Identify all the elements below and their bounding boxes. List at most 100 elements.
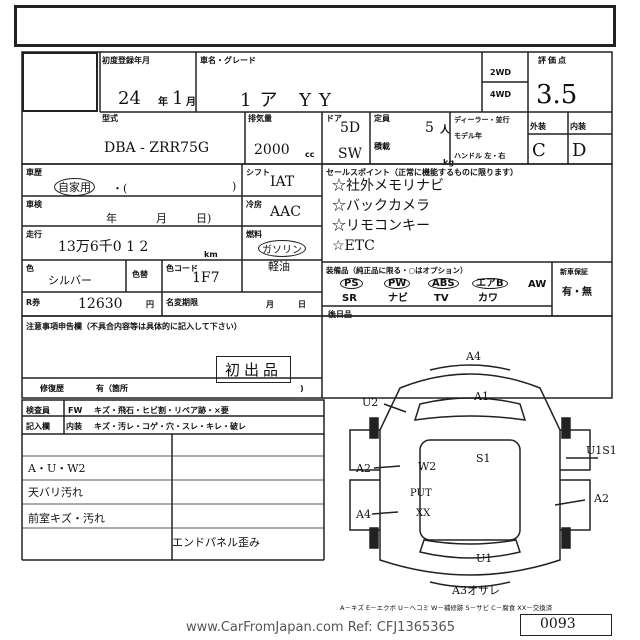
equip-ps: PS [340, 278, 363, 289]
equipment-label: 装備品（純正品に限る・○はオプション） [326, 266, 468, 275]
load-label: 積載 [374, 142, 390, 151]
right-front-door [560, 429, 591, 471]
doors-value: 5D [340, 120, 361, 136]
name-change-day: 日 [298, 300, 306, 309]
repair-history-value: 有（箇所 [96, 384, 128, 393]
inspection-year: 年 [106, 212, 117, 225]
leader-line [373, 465, 401, 469]
inspection-label: 車検 [26, 200, 42, 209]
body-type: SW [338, 146, 362, 162]
sales-points-label: セールスポイント（正常に機能するものに限ります） [326, 168, 518, 177]
equip-navi: ナビ [388, 293, 408, 304]
damage-mark: XX [416, 508, 431, 519]
rear-window [419, 539, 521, 559]
leader-line [554, 499, 586, 506]
aircon-value: AAC [270, 204, 301, 220]
model-code-label: 型式 [102, 114, 118, 123]
model-grade-label: 車名・グレード [200, 56, 256, 65]
interior-label: 内装 [570, 122, 586, 131]
first-registration-year: 24 [118, 88, 141, 109]
equip-pw: PW [384, 278, 411, 289]
month-kanji: 月 [186, 97, 196, 108]
name-change-month: 月 [266, 300, 274, 309]
leader-line [383, 403, 407, 413]
footer-number: 0093 [540, 616, 576, 632]
displacement-unit: cc [305, 150, 315, 159]
lot-number-box [22, 52, 98, 112]
damage-mark: A4 [466, 350, 481, 363]
inspection-day: 日) [196, 212, 212, 225]
windshield [413, 397, 527, 421]
handle-label: ハンドル 左・右 [454, 152, 506, 160]
equip-airbag: エアB [472, 278, 508, 289]
inspector-note: 前室キズ・汚れ [28, 512, 105, 525]
rear-bumper [429, 581, 511, 588]
damage-mark: A3オサレ [452, 584, 500, 597]
damage-mark: A1 [474, 390, 489, 403]
roof [419, 439, 521, 541]
score-value: 3.5 [536, 80, 578, 110]
damage-mark: A4 [356, 508, 371, 521]
equip-tv: TV [434, 293, 449, 304]
first-listing-stamp: 初出品 [216, 356, 292, 383]
history-rest: ・( [112, 182, 128, 195]
wheel-rr [561, 527, 571, 549]
damage-mark: U2 [362, 396, 379, 409]
exterior-grade: C [532, 140, 546, 161]
drive-2wd: 2WD [490, 68, 512, 77]
model-grade-value: 1ア YY [240, 90, 339, 111]
damage-legend: A－キズ E－エクボ U－ヘコミ W－補修跡 S－サビ C－腐食 XX－交換済 [340, 604, 553, 612]
color-code-value: 1F7 [192, 270, 220, 286]
wheel-rf [561, 417, 571, 439]
drive-4wd: 4WD [490, 90, 512, 99]
capacity-value: 5 [425, 120, 434, 136]
damage-mark: A2 [594, 492, 609, 505]
repair-history-label: 修復歴 [40, 384, 64, 393]
interior-grade: D [572, 140, 587, 161]
header-bar [14, 5, 616, 47]
frame-mid [21, 163, 613, 317]
equip-sr: SR [342, 293, 357, 304]
damage-mark: W2 [418, 460, 437, 473]
footer-number-box [520, 614, 612, 636]
sales-points-list: ☆社外メモリナビ ☆バックカメラ ☆リモコンキー ☆ETC [332, 176, 532, 256]
entry-label: 記入欄 [26, 422, 50, 431]
entry-items: キズ・汚レ・コゲ・穴・スレ・キレ・破レ [94, 422, 246, 431]
history-label: 車歴 [26, 168, 42, 177]
damage-mark: U1 [476, 552, 493, 565]
equip-abs: ABS [428, 278, 459, 289]
equip-aw: AW [528, 279, 547, 290]
wheel-lf [369, 417, 379, 439]
model-code-value: DBA - ZRR75G [104, 140, 210, 156]
recycle-unit: 円 [146, 300, 154, 309]
car-body-outline [379, 373, 561, 576]
front-bumper [429, 364, 511, 371]
mileage-value: 13万6千0 1 2 [58, 239, 149, 255]
shift-label: シフト [246, 168, 270, 177]
shift-value: IAT [270, 174, 295, 190]
left-rear-door [349, 479, 380, 531]
notes-label: 注意事項申告欄（不具合内容等は具体的に記入して下さい） [26, 322, 242, 331]
color-value: シルバー [48, 274, 92, 287]
name-change-label: 名変期限 [166, 298, 198, 307]
first-registration-label: 初度登録年月 [102, 56, 150, 65]
damage-mark: U1S1 [586, 444, 617, 457]
equip-leather: カワ [478, 293, 498, 304]
frame-top [21, 51, 613, 165]
exterior-label: 外装 [530, 122, 546, 131]
fuel-diesel: 軽油 [268, 260, 290, 273]
fuel-gasoline: ガソリン [258, 240, 306, 257]
frame-check [21, 399, 325, 435]
check-fw: FW [68, 406, 83, 415]
entry-interior: 内装 [66, 422, 82, 431]
leader-line [371, 511, 399, 515]
right-rear-door [560, 479, 591, 531]
sales-point-item: ☆バックカメラ [332, 198, 430, 214]
inspector-note: 天バリ汚れ [28, 486, 83, 499]
dealer-label: ディーラー・並行 [454, 116, 510, 124]
doors-label: ドア [326, 114, 342, 123]
damage-mark: S1 [476, 452, 491, 465]
new-car-warranty-label: 新車保証 [560, 268, 588, 276]
inspector-note: A・U・W2 [28, 462, 86, 475]
